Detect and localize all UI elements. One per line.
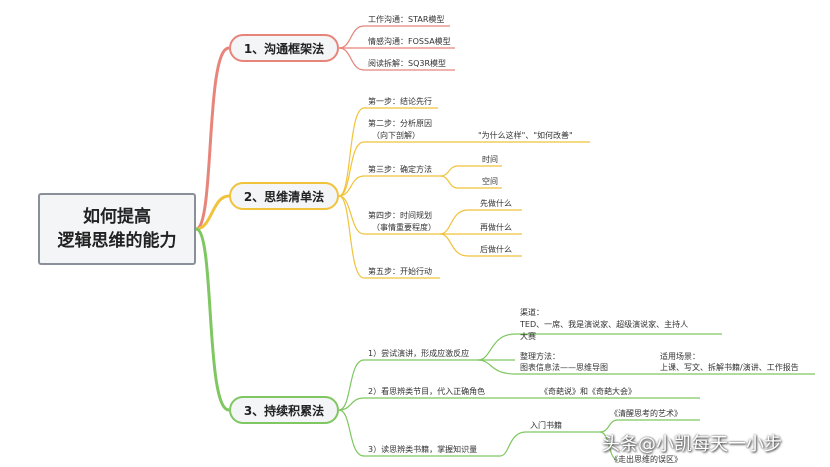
connector-root-branch1 — [195, 46, 230, 231]
step-2-detail[interactable]: "为什么这样"、"如何改善" — [478, 131, 573, 140]
branch3-connectors — [338, 333, 815, 461]
step-5[interactable]: 第五步：开始行动 — [368, 267, 432, 276]
step-4[interactable]: 第四步：时间规划 — [368, 211, 432, 220]
branch-thinking-checklist[interactable]: 2、思维清单法 — [229, 182, 339, 210]
watermark-text: 头条@小凯每天一小步 — [602, 434, 782, 455]
step-4-then[interactable]: 再做什么 — [480, 223, 512, 232]
root-title-line2: 逻辑思维的能力 — [57, 231, 177, 251]
item-scenario-label: 适用场景： — [660, 352, 700, 361]
root-title-line1: 如何提高 — [83, 207, 151, 227]
leaf-fossa-model[interactable]: 情感沟通：FOSSA模型 — [368, 37, 451, 46]
item-scenarios[interactable]: 上课、写文、拆解书籍/演讲、工作报告 — [660, 363, 799, 372]
step-2[interactable]: 第二步：分析原因 — [368, 119, 432, 128]
step-2-note: （向下剖解） — [372, 131, 420, 140]
connector-root-branch3 — [195, 227, 230, 412]
step-3[interactable]: 第三步：确定方法 — [368, 165, 432, 174]
branch-communication-framework[interactable]: 1、沟通框架法 — [229, 34, 339, 62]
leaf-star-model[interactable]: 工作沟通：STAR模型 — [368, 15, 445, 24]
book-thinking-fallacies[interactable]: 《走出思维的误区》 — [610, 455, 682, 464]
branch1-connectors — [338, 25, 455, 71]
item-organize-method[interactable]: 图表信息法——思维导图 — [520, 363, 608, 372]
branch2-connectors — [338, 107, 590, 279]
root-node[interactable]: 如何提高 逻辑思维的能力 — [38, 193, 196, 265]
book-clear-thinking[interactable]: 《清醒思考的艺术》 — [610, 409, 682, 418]
step-3-time[interactable]: 时间 — [482, 155, 498, 164]
item-debate-books[interactable]: 3）读思辨类书籍，掌握知识量 — [368, 445, 478, 454]
item-speech-channels-label: 渠道： — [520, 308, 544, 317]
branch-continuous-accumulation[interactable]: 3、持续积累法 — [229, 396, 339, 424]
leaf-sq3r-model[interactable]: 阅读拆解：SQ3R模型 — [368, 59, 447, 68]
item-debate-shows[interactable]: 2）看思辨类节目，代入正确角色 — [368, 387, 486, 396]
item-speech-channels-cont: 大赛 — [520, 332, 536, 341]
step-1[interactable]: 第一步：结论先行 — [368, 97, 432, 106]
connector-root-branch2 — [195, 194, 230, 231]
step-4-first[interactable]: 先做什么 — [480, 199, 512, 208]
item-organize-label: 整理方法： — [520, 352, 560, 361]
item-speech[interactable]: 1）尝试演讲，形成应激反应 — [368, 349, 470, 358]
step-3-space[interactable]: 空间 — [482, 177, 498, 186]
item-intro-books[interactable]: 入门书籍 — [530, 421, 562, 430]
step-4-note: （事情重要程度） — [372, 223, 436, 232]
item-speech-channels[interactable]: TED、一席、我是演说家、超级演说家、主持人 — [520, 320, 689, 329]
item-show-names[interactable]: 《奇葩说》和《奇葩大会》 — [540, 387, 636, 396]
step-4-last[interactable]: 后做什么 — [480, 245, 512, 254]
